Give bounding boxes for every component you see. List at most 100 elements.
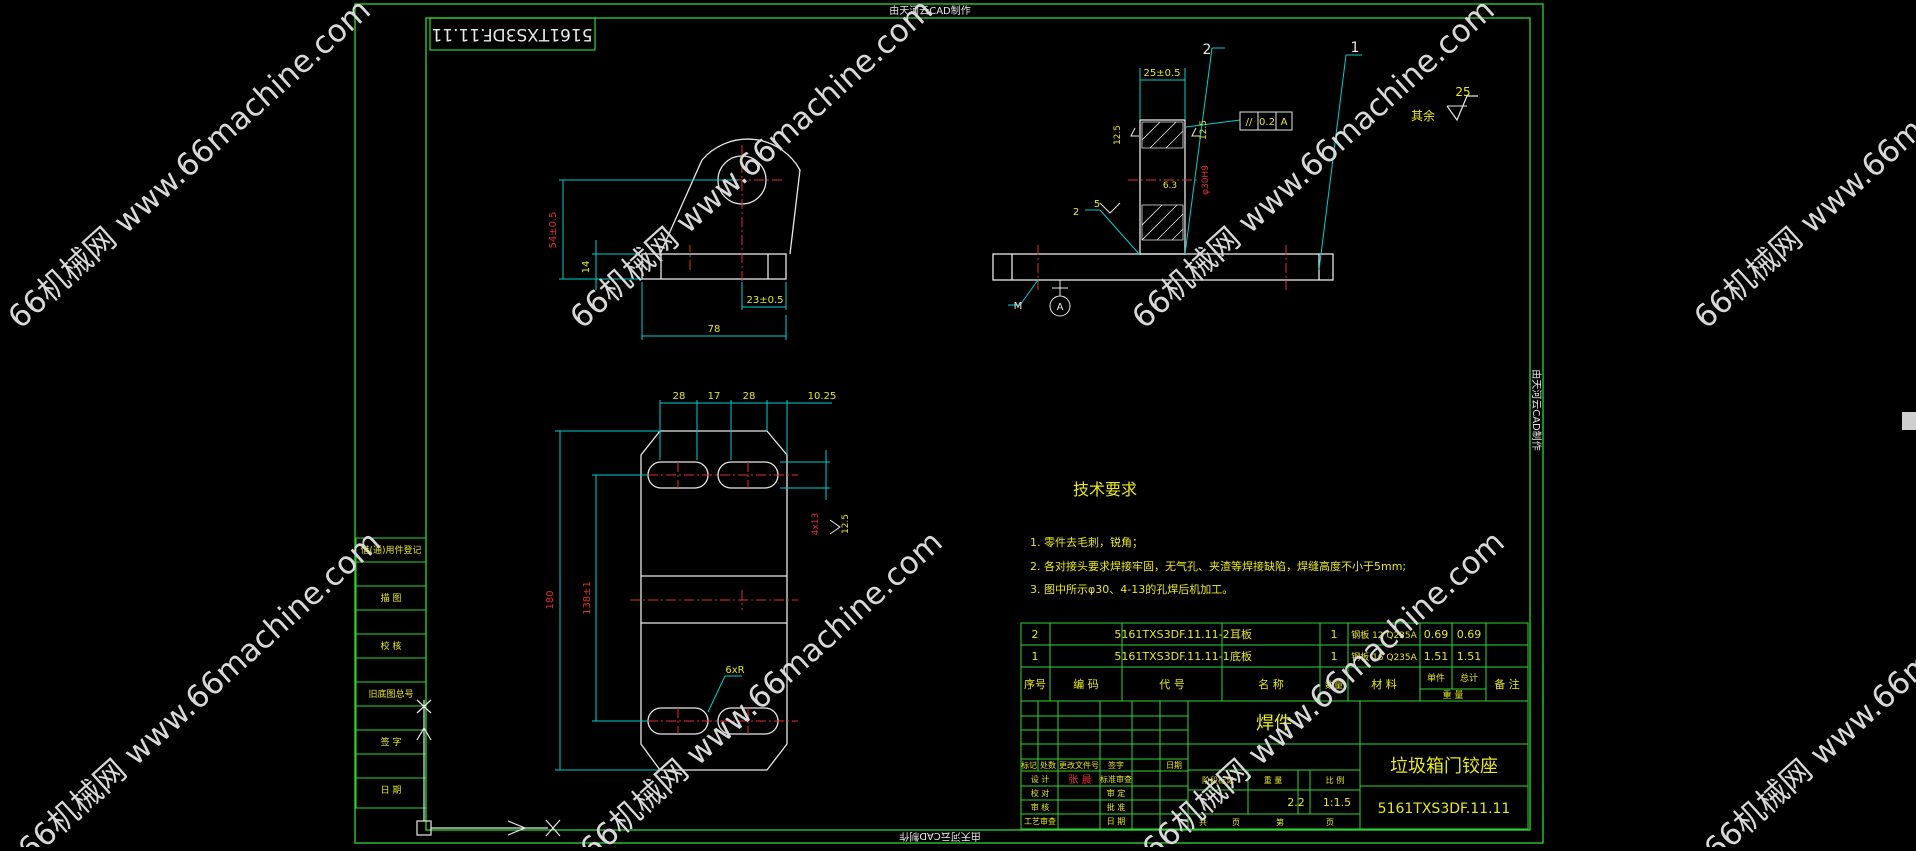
callout-m: M (1014, 301, 1023, 312)
dim-28-b: 28 (743, 391, 756, 402)
dim-125-slot: 12.5 (841, 514, 851, 534)
tb-rowlabel-3: 更改文件号 (1059, 760, 1099, 770)
tb-sheet-c: 第 (1276, 817, 1284, 827)
roughness-label: 其余 (1411, 108, 1435, 123)
dim-28-a: 28 (673, 391, 686, 402)
dim-180: 180 (545, 590, 556, 609)
bottom-note: 由天河云CAD制作 (899, 830, 981, 843)
tech-requirements: 技术要求 1. 零件去毛刺，锐角； 2. 各对接头要求焊接牢固，无气孔、夹渣等焊… (1030, 480, 1406, 596)
tb-left-4: 工艺审查 (1024, 816, 1056, 826)
top-code-label: 5161TXS3DF.11.11 (431, 24, 592, 44)
callout-2: 2 (1203, 42, 1212, 58)
bom-r2-mat: 钢板 16 Q235A (1351, 651, 1417, 663)
dim-54: 54±0.5 (548, 211, 559, 248)
tb-left-1: 设 计 (1031, 774, 1050, 784)
tb-code: 5161TXS3DF.11.11 (1378, 801, 1511, 817)
tb-std-1: 标准审查 (1100, 774, 1132, 784)
bom-r2-unit: 1.51 (1424, 650, 1449, 663)
strip-label-3: 校 核 (381, 640, 402, 652)
watermark-2: 66机械网 www.66machine.com (563, 0, 939, 336)
watermark-1: 66机械网 www.66machine.com (1, 0, 377, 336)
dim-14: 14 (581, 261, 592, 274)
tb-rowlabel-5: 日期 (1166, 761, 1182, 770)
dim-125-left: 12.5 (1113, 125, 1123, 145)
bom-r2-total: 1.51 (1457, 650, 1482, 663)
strip-label-6: 日 期 (381, 785, 402, 796)
tech-title: 技术要求 (1073, 480, 1137, 499)
bom-h-name: 名 称 (1258, 677, 1284, 691)
bom-h-unit: 单件 (1427, 672, 1445, 684)
vertical-scrollbar-thumb[interactable] (1902, 412, 1916, 430)
top-view: 28 17 28 10.25 180 138±1 4x13 12.5 6xR (545, 391, 851, 771)
bom-r1-unit: 0.69 (1424, 628, 1449, 641)
tb-weight: 2.2 (1287, 796, 1305, 809)
dim-2: 2 (1073, 207, 1079, 218)
header-note: 由天河云CAD制作 (889, 4, 971, 17)
strip-label-1: 借(通)用件登记 (360, 544, 421, 556)
tb-material: 焊件 (1256, 713, 1292, 734)
bom-r1-code: 5161TXS3DF.11.11-2 (1114, 628, 1229, 641)
bom-r1-total: 0.69 (1457, 628, 1482, 641)
drawing-frame (354, 3, 1544, 844)
tb-rowlabel-4: 签字 (1108, 760, 1124, 770)
dim-78: 78 (708, 324, 721, 335)
tol-symbol: // (1246, 117, 1253, 128)
tb-sheet-d: 页 (1326, 818, 1334, 827)
dim-125-right: 12.5 (1199, 120, 1209, 140)
dim-25: 25±0.5 (1143, 68, 1180, 79)
bom-r2-no: 1 (1032, 650, 1039, 663)
ucs-icon[interactable] (416, 699, 561, 837)
bom-r2-name: 底板 (1230, 649, 1252, 663)
title-block (1020, 700, 1529, 830)
bom-h-no: 序号 (1024, 677, 1046, 691)
dim-1025: 10.25 (808, 391, 837, 402)
bom-r2-code: 5161TXS3DF.11.11-1 (1114, 650, 1229, 663)
bom-r1-name: 耳板 (1230, 627, 1252, 641)
tb-designer: 张 晨 (1068, 774, 1091, 786)
tech-item-2: 2. 各对接头要求焊接牢固，无气孔、夹渣等焊接缺陷，焊缝高度不小于5mm; (1030, 559, 1406, 573)
bom-r1-qty: 1 (1331, 628, 1338, 641)
dim-5: 5 (1094, 199, 1100, 210)
bom-h-qty: 数量 (1325, 679, 1343, 691)
left-strip (355, 537, 427, 809)
bom-h-mat: 材 料 (1371, 677, 1397, 691)
tb-scale: 1:1.5 (1323, 796, 1351, 809)
tb-sheet-a: 共 (1199, 818, 1207, 827)
dim-63: 6.3 (1163, 181, 1177, 191)
datum-a-label: A (1057, 302, 1064, 313)
tb-std-2: 审 定 (1107, 788, 1126, 798)
bom-h-total: 总计 (1460, 672, 1478, 684)
tb-sheet-b: 页 (1232, 818, 1240, 827)
tol-datum: A (1281, 117, 1288, 128)
strip-label-2: 描 图 (381, 592, 402, 604)
tol-value: 0.2 (1259, 117, 1275, 128)
watermark-8: 66机械网 www.66machine.com (1697, 524, 1916, 847)
dim-hole: φ30H9 (1201, 165, 1211, 195)
callout-1: 1 (1351, 40, 1360, 56)
dim-6xr: 6xR (725, 665, 744, 676)
tech-item-1: 1. 零件去毛刺，锐角； (1030, 535, 1143, 549)
tb-stage-label: 阶段标记 (1202, 775, 1234, 785)
front-view: 54±0.5 14 23±0.5 78 (548, 138, 801, 340)
tb-std-3: 批 准 (1107, 802, 1126, 812)
side-note: 由天河云CAD制作 (1530, 369, 1543, 451)
dim-23: 23±0.5 (746, 295, 783, 306)
tb-left-3: 审 核 (1031, 802, 1050, 812)
watermark-3: 66机械网 www.66machine.com (1125, 0, 1501, 336)
roughness-note: 其余 25 (1411, 85, 1478, 123)
tb-rowlabel-2: 处数 (1040, 760, 1056, 770)
bom-r1-no: 2 (1032, 628, 1039, 641)
tb-std-4: 日 期 (1107, 817, 1126, 826)
tb-left-2: 校 对 (1031, 788, 1050, 798)
tb-scale-label: 比 例 (1326, 775, 1345, 785)
top-code-box: 5161TXS3DF.11.11 (429, 17, 596, 51)
roughness-value: 25 (1455, 85, 1470, 99)
dim-17: 17 (708, 391, 721, 402)
bom-r2-qty: 1 (1331, 650, 1338, 663)
bom-h-weight: 重 量 (1443, 689, 1464, 701)
bom-r1-mat: 钢板 12 Q235A (1351, 629, 1417, 641)
dim-4x13: 4x13 (811, 513, 821, 536)
tb-name: 垃圾箱门铰座 (1390, 756, 1498, 777)
